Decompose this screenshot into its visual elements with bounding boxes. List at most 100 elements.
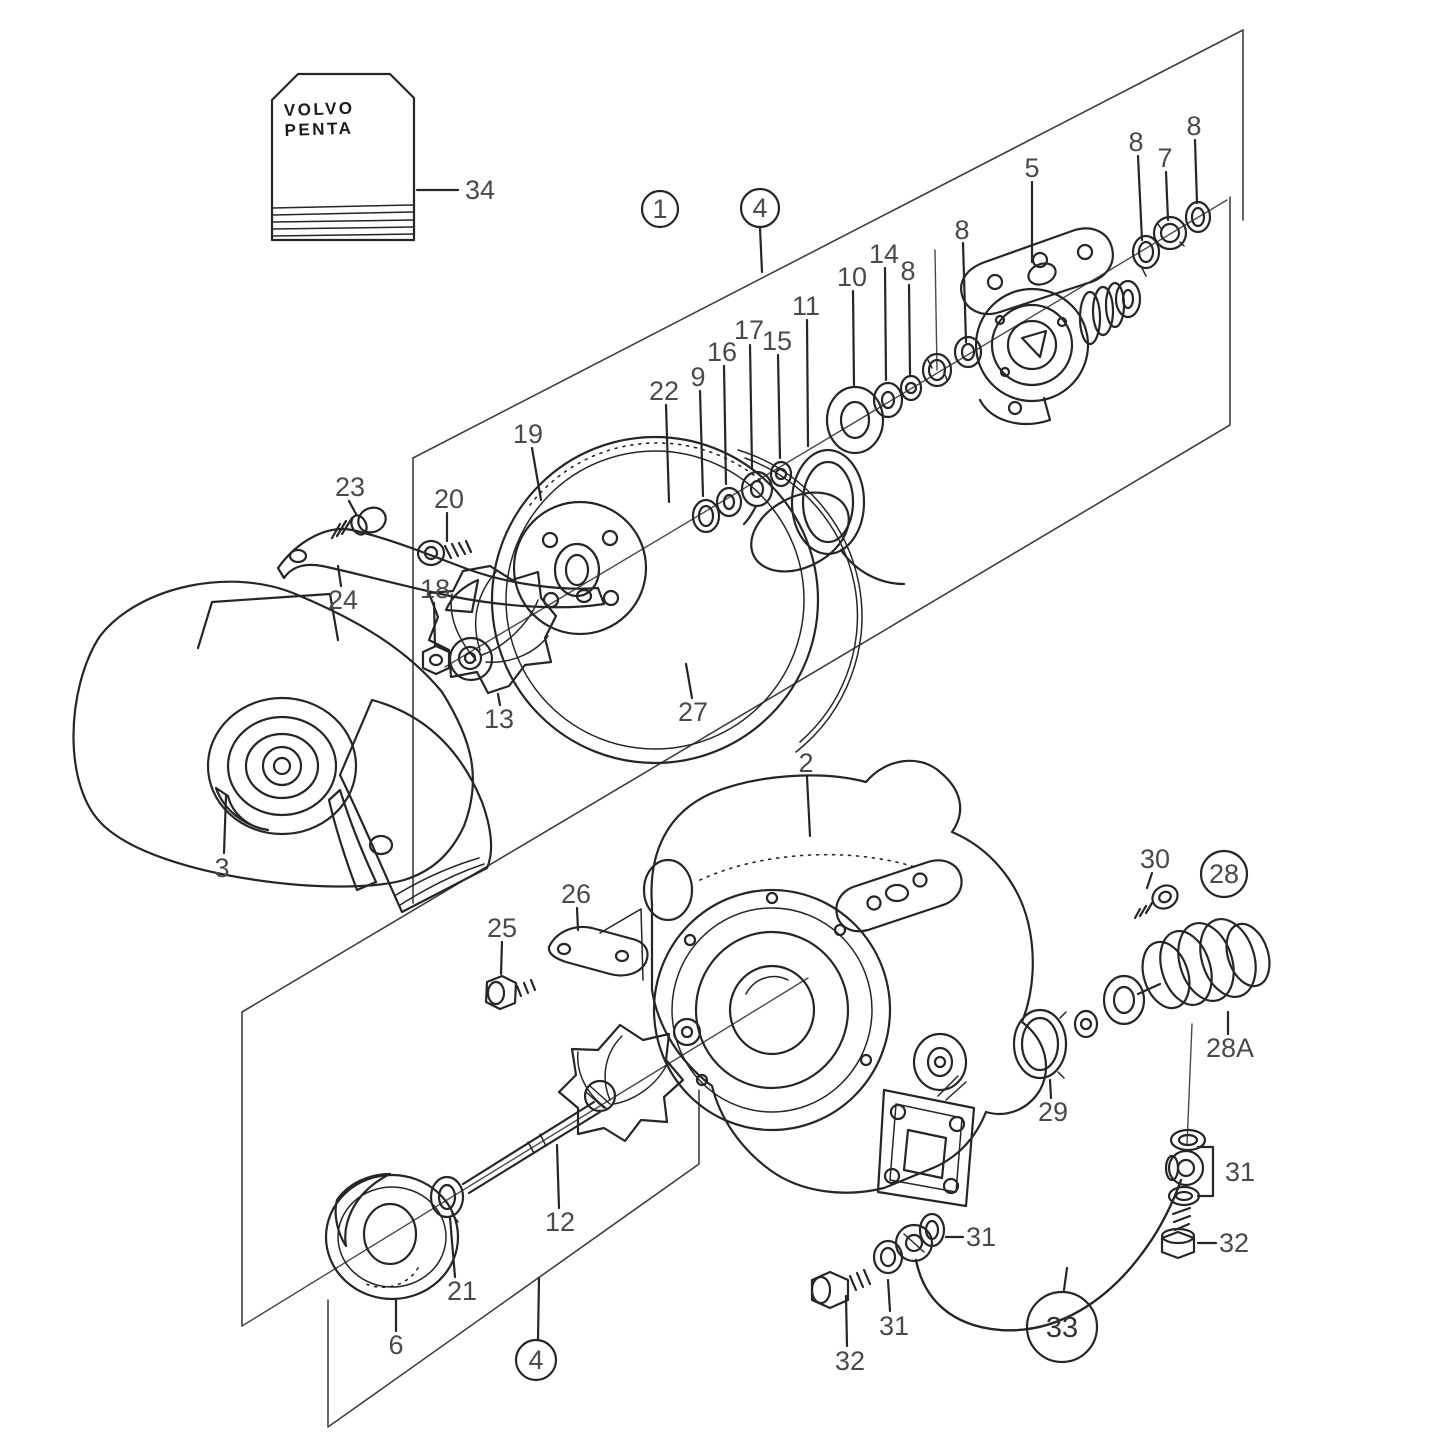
part-label-11: 11 [792,291,820,321]
leader-line [776,353,782,460]
leader-line [1164,170,1170,222]
part-label-8b: 8 [1128,127,1143,157]
part-label-12: 12 [545,1207,575,1237]
brand-volvo: VOLVO [284,99,355,120]
part-label-31t: 31 [966,1222,996,1252]
part-label-25: 25 [487,913,517,943]
circled-label-4a [739,187,781,229]
leader-line [499,940,504,976]
manual-box: VOLVO PENTA [270,72,416,242]
leader-line [961,241,968,344]
circled-label-text-4a: 4 [752,193,767,223]
part-label-13: 13 [484,704,514,734]
backplate-19 [490,435,863,765]
bearing-housing-5 [960,227,1142,425]
leader-line [907,283,912,376]
part-label-3: 3 [214,853,229,883]
leader-line [805,318,810,448]
banjo-bolt-32-bottom [810,1212,946,1310]
leader-line [883,266,888,382]
compressor-housing-3 [72,580,493,914]
highlighted-part-circle [1025,1290,1099,1364]
nut-18 [421,644,451,676]
turbine-wheel-shaft-12 [461,1023,685,1195]
part-label-30: 30 [1140,844,1170,874]
circled-label-text-4b: 4 [528,1345,543,1375]
part-label-24: 24 [328,585,358,615]
brand-penta: PENTA [284,119,353,140]
leader-line [222,794,228,855]
part-label-20: 20 [434,484,464,514]
leader-line [448,1216,457,1279]
circled-label-1 [640,189,680,229]
part-label-2: 2 [798,748,813,778]
leader-line [1196,1145,1215,1198]
bolt-23 [330,506,387,540]
shaft-hardware-chain [691,335,983,586]
leader-line [698,389,705,498]
part-label-28A: 28A [1206,1033,1254,1063]
part-label-16: 16 [707,337,737,367]
leader-line [347,499,358,516]
bolt-25 [484,974,537,1011]
leader-lines [222,138,1230,1348]
highlight-callout: 33 [1025,1266,1099,1364]
leader-line [684,662,694,700]
part-label-21: 21 [447,1276,477,1306]
leader-line [555,1143,561,1210]
bolt-20 [416,539,473,567]
part-label-34: 34 [465,175,495,205]
heat-shield-6 [324,1172,460,1301]
part-label-26: 26 [561,879,591,909]
oil-pipe-33 [914,1178,1183,1332]
part-label-10: 10 [837,262,867,292]
banjo-stack-right [1160,1128,1207,1260]
locknut-7-and-rings-8 [1131,200,1212,277]
leader-line [748,343,754,470]
seal-ring-21 [429,1175,465,1223]
leader-line [758,226,764,274]
part-label-32r: 32 [1219,1228,1249,1258]
circled-label-4b [514,1338,558,1382]
part-label-15: 15 [762,326,792,356]
part-label-17: 17 [734,315,764,345]
part-label-9: 9 [690,362,705,392]
circled-label-text-28: 28 [1209,859,1239,889]
part-label-32b: 32 [835,1346,865,1376]
circled-label-text-1: 1 [652,194,667,224]
snap-ring-29 [1012,1008,1099,1080]
assembly-axis-lines [241,199,1228,1327]
circled-label-28 [1199,849,1249,899]
leader-line [844,1294,849,1348]
part-label-31r: 31 [1225,1157,1255,1187]
leader-line [432,601,437,648]
part-label-5: 5 [1024,153,1039,183]
part-label-22: 22 [649,376,679,406]
bolt-30 [1133,884,1179,920]
part-label-7a: 7 [1157,143,1172,173]
leader-line [1048,1078,1053,1100]
leader-line [805,775,812,838]
part-label-23: 23 [335,472,365,502]
leader-line [851,289,856,387]
part-label-29: 29 [1038,1097,1068,1127]
compressor-wheel-13 [427,564,558,695]
part-label-8c: 8 [1186,111,1201,141]
leader-line [664,403,671,504]
part-label-8d: 8 [900,256,915,286]
leader-line [536,1276,541,1341]
leader-line [336,564,343,588]
leader-line [1145,871,1154,890]
leader-line [722,364,728,486]
highlighted-part-number: 33 [1046,1312,1078,1344]
turbine-housing-2 [642,759,1048,1208]
part-label-6: 6 [388,1330,403,1360]
leader-line [530,446,543,502]
leader-line [575,906,580,932]
lock-plate-26 [547,908,649,981]
part-label-19: 19 [513,419,543,449]
